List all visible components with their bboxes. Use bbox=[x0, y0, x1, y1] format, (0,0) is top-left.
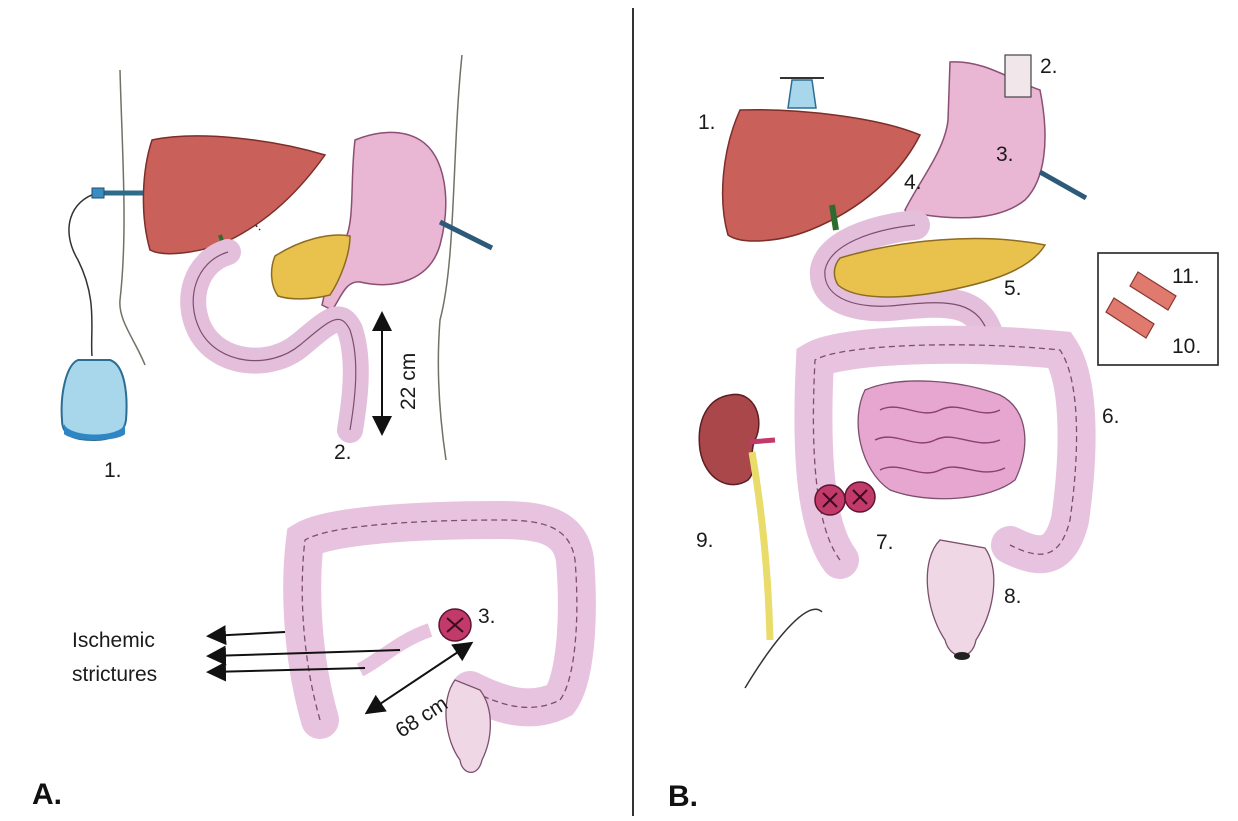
b-marker-5: 5. bbox=[1004, 278, 1022, 299]
a-marker-2: 2. bbox=[334, 442, 352, 463]
b-marker-8: 8. bbox=[1004, 586, 1022, 607]
bladder-outline bbox=[745, 609, 822, 688]
b-marker-7: 7. bbox=[876, 532, 894, 553]
liver-icon bbox=[143, 136, 325, 254]
b-marker-10: 10. bbox=[1172, 336, 1201, 357]
graft-10-icon bbox=[1106, 298, 1154, 338]
stomach-tube bbox=[440, 222, 492, 248]
a-marker-1: 1. bbox=[104, 460, 122, 481]
b-marker-2: 2. bbox=[1040, 56, 1058, 77]
stomach-b-tube bbox=[1040, 172, 1086, 198]
renal-vessel bbox=[750, 440, 775, 442]
body-outline-left bbox=[120, 70, 145, 365]
panel-b-label: B. bbox=[668, 782, 698, 812]
rectum-b-icon bbox=[927, 540, 994, 656]
panel-b bbox=[699, 55, 1218, 688]
panel-a-label: A. bbox=[32, 780, 62, 810]
stricture-label-line2: strictures bbox=[72, 662, 157, 687]
b-marker-11: 11. bbox=[1172, 266, 1200, 287]
stricture-arrow-1 bbox=[210, 632, 285, 636]
stomach-icon bbox=[322, 132, 446, 310]
drain-tube bbox=[69, 193, 98, 356]
drain-reservoir-icon bbox=[62, 360, 127, 440]
drain-connector bbox=[92, 188, 104, 198]
a-marker-3: 3. bbox=[478, 606, 496, 627]
stricture-arrow-3 bbox=[210, 668, 365, 672]
b-marker-9: 9. bbox=[696, 530, 714, 551]
ureter-icon bbox=[752, 452, 770, 640]
b-marker-6: 6. bbox=[1102, 406, 1120, 427]
a-measure-upper: 22 cm bbox=[398, 353, 419, 410]
esophagus-icon bbox=[1005, 55, 1031, 97]
b-marker-1: 1. bbox=[698, 112, 716, 133]
stricture-label-line1: Ischemic bbox=[72, 628, 155, 653]
b-marker-4: 4. bbox=[904, 172, 922, 193]
graft-11-icon bbox=[1130, 272, 1176, 310]
b-marker-3: 3. bbox=[996, 144, 1014, 165]
anus-icon bbox=[954, 652, 970, 660]
body-outline-right bbox=[438, 55, 462, 460]
bile-duct bbox=[832, 205, 836, 230]
vessel-graft-icon bbox=[788, 80, 816, 108]
